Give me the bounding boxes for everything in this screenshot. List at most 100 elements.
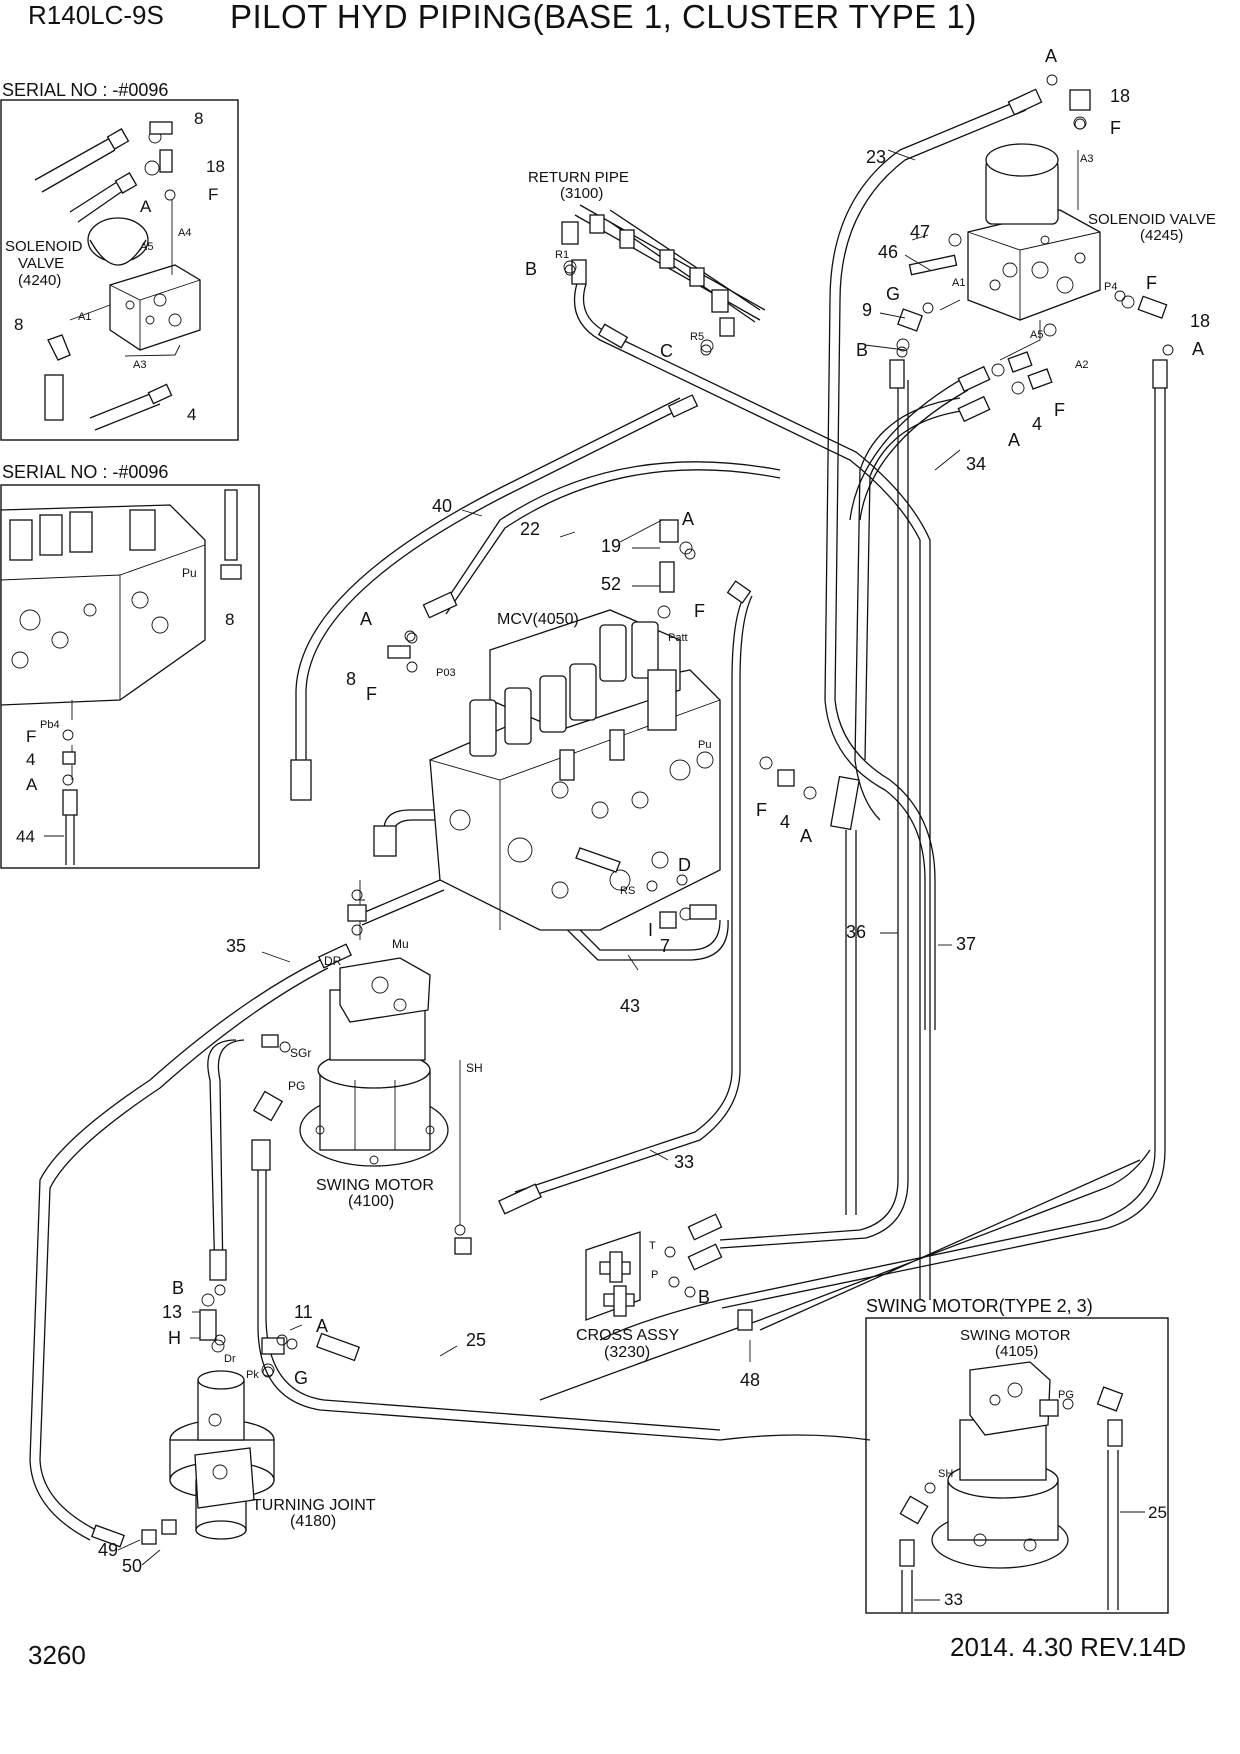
port-Mu: Mu [392, 937, 409, 951]
port-A4-inset: A4 [178, 227, 191, 239]
callout-4-inset: 4 [187, 405, 196, 424]
cross-assy [585, 1231, 680, 1321]
cross-assy-label: CROSS ASSY (3230) [576, 1327, 683, 1361]
callout-F-3: F [1054, 400, 1065, 420]
callout-F-mcv-inset: F [26, 727, 36, 746]
port-DR: DR [324, 954, 342, 968]
solenoid-main-label-1: SOLENOID VALVE [1088, 211, 1216, 228]
callout-A-inset: A [140, 197, 152, 216]
port-PG-inset: PG [1058, 1389, 1074, 1401]
return-pipe [561, 204, 766, 353]
o-ring-markers [214, 74, 1174, 1378]
callout-4-1: 4 [1032, 414, 1042, 434]
port-P4: P4 [1104, 281, 1117, 293]
port-A1: A1 [952, 277, 965, 289]
mcv-valve [429, 609, 721, 931]
port-Pb4-inset: Pb4 [40, 719, 60, 731]
callout-A-1: A [1045, 46, 1057, 66]
callout-D: D [678, 855, 691, 875]
callout-B-1: B [856, 340, 868, 360]
callout-33-inset: 33 [944, 1590, 963, 1609]
port-A2: A2 [1075, 359, 1088, 371]
solenoid-valve-main [896, 89, 1168, 395]
hose-routing [29, 99, 1166, 1541]
callout-A-6: A [800, 826, 812, 846]
callout-A-2: A [1192, 339, 1204, 359]
inset-frame-swing-motor [865, 1317, 1169, 1614]
callout-37: 37 [956, 934, 976, 954]
port-PG: PG [288, 1079, 305, 1093]
port-RS: RS [620, 885, 635, 897]
turning-joint [141, 1293, 298, 1545]
callout-A-5: A [360, 609, 372, 629]
callout-18-1: 18 [1110, 86, 1130, 106]
hose-fittings [91, 88, 1168, 1548]
callout-46: 46 [878, 242, 898, 262]
callout-F-1: F [1110, 118, 1121, 138]
swing-type-label: SWING MOTOR(TYPE 2, 3) [866, 1296, 1093, 1316]
turning-joint-label: TURNING JOINT (4180) [252, 1497, 380, 1530]
callout-11: 11 [294, 1302, 313, 1322]
port-A3: A3 [1080, 153, 1093, 165]
callout-50: 50 [122, 1556, 142, 1576]
callout-I: I [648, 920, 653, 940]
port-P03: P03 [436, 667, 456, 679]
port-P: P [651, 1269, 658, 1281]
inset-solenoid-drawing [34, 121, 201, 431]
inset-frame-solenoid [0, 99, 239, 441]
swing-motor-label: SWING MOTOR (4100) [316, 1177, 438, 1210]
callout-A-3: A [1008, 430, 1020, 450]
callout-4-mcv-inset: 4 [26, 750, 35, 769]
callout-23: 23 [866, 147, 886, 167]
callout-G-2: G [294, 1368, 308, 1388]
callout-leaders [117, 149, 961, 1566]
inset-swing-motor-drawing [899, 1361, 1124, 1612]
mcv-label: MCV(4050) [497, 611, 579, 628]
callout-G-1: G [886, 284, 900, 304]
callout-B-3: B [698, 1287, 710, 1307]
mcv-fittings [387, 519, 817, 929]
callout-9: 9 [862, 300, 872, 320]
callout-44-inset: 44 [16, 827, 35, 846]
callout-34: 34 [966, 454, 986, 474]
callout-18-inset: 18 [206, 157, 225, 176]
callout-F-5: F [366, 684, 377, 704]
revision-date: 2014. 4.30 REV.14D [950, 1632, 1187, 1662]
callout-19: 19 [601, 536, 621, 556]
swing-motor-main [252, 880, 472, 1255]
port-A3-inset: A3 [133, 359, 146, 371]
port-T: T [649, 1240, 656, 1252]
callout-13: 13 [162, 1302, 182, 1322]
callout-B-2: B [525, 259, 537, 279]
callout-43: 43 [620, 996, 640, 1016]
callout-25-inset: 25 [1148, 1503, 1167, 1522]
port-A5-inset: A5 [140, 241, 153, 253]
port-SH-inset: SH [938, 1468, 953, 1480]
return-pipe-label: RETURN PIPE (3100) [528, 169, 633, 202]
callout-49: 49 [98, 1540, 118, 1560]
callout-33: 33 [674, 1152, 694, 1172]
callout-4-2: 4 [780, 812, 790, 832]
callout-18-2: 18 [1190, 311, 1210, 331]
port-Dr: Dr [224, 1353, 236, 1365]
callout-8b-inset: 8 [14, 315, 23, 334]
port-A5: A5 [1030, 329, 1043, 341]
model-number: R140LC-9S [28, 0, 164, 30]
page-title: PILOT HYD PIPING(BASE 1, CLUSTER TYPE 1) [230, 0, 977, 35]
callout-40: 40 [432, 496, 452, 516]
callout-F-inset: F [208, 185, 218, 204]
callout-7: 7 [660, 936, 670, 956]
port-Patt: Patt [668, 632, 688, 644]
serial-label-mid: SERIAL NO : -#0096 [2, 462, 168, 482]
callout-36: 36 [846, 922, 866, 942]
port-R1: R1 [555, 249, 569, 261]
callout-25: 25 [466, 1330, 486, 1350]
callout-22: 22 [520, 519, 540, 539]
callout-F-4: F [694, 601, 705, 621]
callout-48: 48 [740, 1370, 760, 1390]
callout-F-6: F [756, 800, 767, 820]
swing-motor-inset-label: SWING MOTOR (4105) [960, 1327, 1075, 1360]
callout-A-mcv-inset: A [26, 775, 38, 794]
callout-C: C [660, 341, 673, 361]
